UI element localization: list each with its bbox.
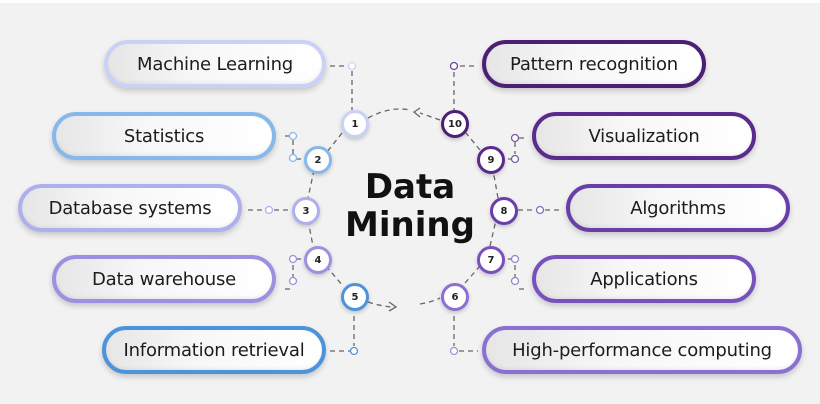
node-number-2: 2 [304, 146, 332, 174]
pill-data-warehouse: Data warehouse [52, 255, 276, 303]
pill-information-retrieval: Information retrieval [102, 326, 326, 374]
node-dot-2a [288, 131, 298, 141]
pill-database-systems: Database systems [18, 184, 242, 232]
connector-6 [453, 316, 478, 352]
connector-5 [330, 316, 355, 352]
node-number-1: 1 [341, 110, 369, 138]
pill-label: Algorithms [630, 197, 726, 219]
node-dot-5 [349, 346, 359, 356]
pill-machine-learning: Machine Learning [104, 40, 326, 88]
node-number-8: 8 [490, 197, 518, 225]
node-dot-8 [535, 205, 545, 215]
top-strip [0, 0, 820, 3]
arc-4-5 [325, 265, 344, 287]
arc-2-3 [307, 169, 315, 199]
connector-9 [508, 137, 525, 160]
node-dot-2b [288, 153, 298, 163]
arc-5-6a [367, 301, 393, 308]
node-dot-1 [347, 61, 357, 71]
node-dot-3 [264, 205, 274, 215]
node-dot-4b [288, 276, 298, 286]
connector-2 [285, 135, 303, 160]
arrow-head-bottom [388, 301, 398, 312]
arc-8-9 [492, 169, 499, 199]
diagram-title: Data Mining [330, 168, 490, 244]
node-number-9: 9 [477, 146, 505, 174]
pill-label: Statistics [123, 125, 205, 147]
title-line-1: Data [364, 167, 456, 207]
pill-label: Information retrieval [123, 339, 305, 361]
connector-7 [508, 258, 525, 290]
node-number-6: 6 [441, 283, 469, 311]
node-dot-4a [288, 254, 298, 264]
pill-label: Data warehouse [91, 268, 236, 290]
node-number-7: 7 [477, 246, 505, 274]
node-number-10: 10 [441, 110, 469, 138]
node-dot-6 [449, 346, 459, 356]
arc-1-10 [367, 108, 411, 119]
arc-6-7 [464, 265, 481, 284]
node-dot-7b [510, 276, 520, 286]
node-dot-9a [510, 133, 520, 143]
title-line-2: Mining [345, 205, 475, 245]
pill-applications: Applications [532, 255, 756, 303]
node-number-4: 4 [304, 246, 332, 274]
pill-algorithms: Algorithms [566, 184, 790, 232]
pill-label: High-performance computing [512, 339, 772, 361]
arrow-head-top [412, 107, 421, 118]
node-number-5: 5 [341, 283, 369, 311]
pill-high-performance-computing: High-performance computing [482, 326, 802, 374]
node-dot-10 [449, 61, 459, 71]
pill-label: Pattern recognition [510, 53, 678, 75]
pill-visualization: Visualization [532, 112, 756, 160]
arc-7-8 [489, 219, 497, 247]
arc-10-arrow [419, 112, 441, 121]
arc-9-10 [465, 132, 481, 151]
connector-1 [330, 65, 353, 110]
pill-label: Visualization [588, 125, 700, 147]
node-number-3: 3 [292, 197, 320, 225]
connector-4 [285, 258, 303, 290]
connector-10 [453, 65, 478, 110]
arc-5-6b [419, 297, 441, 305]
pill-statistics: Statistics [52, 112, 276, 160]
pill-label: Database systems [48, 197, 212, 219]
node-dot-9b [510, 154, 520, 164]
pill-pattern-recognition: Pattern recognition [482, 40, 706, 88]
pill-label: Machine Learning [136, 53, 293, 75]
node-dot-7a [510, 254, 520, 264]
arc-1-2 [326, 132, 343, 153]
pill-label: Applications [590, 268, 698, 290]
